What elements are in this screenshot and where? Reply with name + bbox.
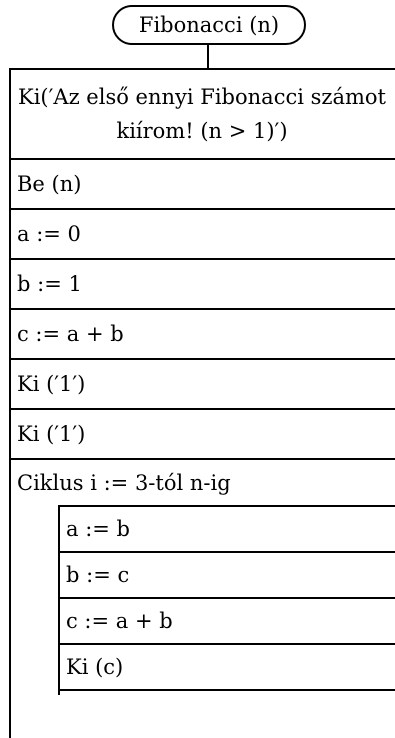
loop-body-frame <box>58 505 395 695</box>
loop-step-text: Ki (c) <box>66 655 124 679</box>
start-terminal: Fibonacci (n) <box>112 5 306 45</box>
step-text: Be (n) <box>17 172 82 196</box>
structogram-frame <box>9 68 395 738</box>
loop-header: Ciklus i := 3-tól n-ig <box>9 460 395 505</box>
loop-step-text: c := a + b <box>66 609 173 633</box>
step-output-1b: Ki (′1′) <box>9 410 395 460</box>
loop-step-text: b := c <box>66 563 130 587</box>
start-label: Fibonacci (n) <box>138 13 280 37</box>
step-text: a := 0 <box>17 222 81 246</box>
step-text: b := 1 <box>17 272 82 296</box>
step-assign-b: b := 1 <box>9 260 395 310</box>
step-text: c := a + b <box>17 322 124 346</box>
start-connector <box>207 45 209 70</box>
step-text: Ki(′Az első ennyi Fibonacci számot kiíro… <box>18 85 386 143</box>
loop-step-assign-c: c := a + b <box>58 599 395 645</box>
step-text: Ki (′1′) <box>17 372 86 396</box>
step-output-intro: Ki(′Az első ennyi Fibonacci számot kiíro… <box>9 70 395 160</box>
loop-header-text: Ciklus i := 3-tól n-ig <box>17 470 231 495</box>
loop-step-assign-b: b := c <box>58 553 395 599</box>
loop-step-assign-a: a := b <box>58 507 395 553</box>
loop-step-text: a := b <box>66 517 130 541</box>
step-assign-a: a := 0 <box>9 210 395 260</box>
step-text: Ki (′1′) <box>17 422 86 446</box>
step-input-n: Be (n) <box>9 160 395 210</box>
step-assign-c: c := a + b <box>9 310 395 360</box>
step-output-1a: Ki (′1′) <box>9 360 395 410</box>
loop-step-output-c: Ki (c) <box>58 645 395 691</box>
